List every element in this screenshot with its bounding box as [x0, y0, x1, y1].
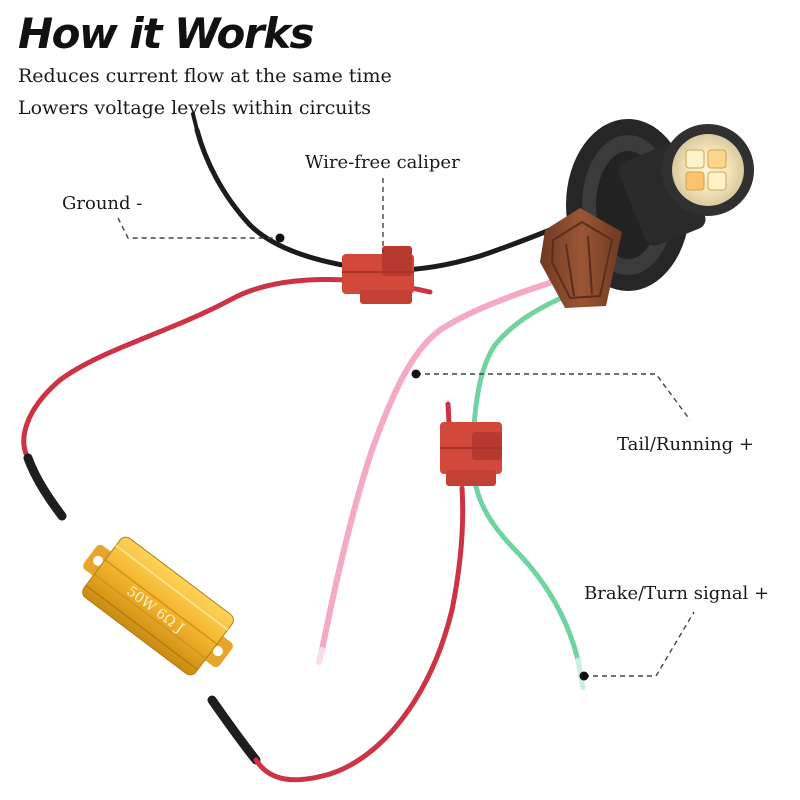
ground-wire-tip	[191, 112, 199, 132]
resistor-wire-upper	[21, 276, 433, 461]
brake-leader	[584, 611, 695, 677]
tail-running-wire	[319, 275, 568, 653]
brake-pointer-dot	[579, 671, 589, 681]
wire-socket	[540, 208, 622, 308]
label-tail-running: Tail/Running +	[617, 434, 754, 455]
ground-pointer-dot	[275, 233, 285, 243]
wire-tap-connector-middle	[440, 422, 502, 486]
label-wire-free-caliper: Wire-free caliper	[305, 152, 460, 173]
resistor-wire-lower	[253, 485, 466, 783]
tail-leader	[416, 373, 691, 421]
resistor-lead-left	[23, 453, 67, 521]
tail-running-wire-end	[316, 647, 325, 665]
load-resistor: 50W 6Ω J	[82, 536, 234, 676]
resistor-lead-right	[207, 695, 261, 765]
led-bulb-head	[662, 124, 754, 216]
subtitle-current: Reduces current flow at the same time	[18, 65, 392, 87]
label-brake-turn-signal: Brake/Turn signal +	[584, 583, 770, 604]
page-title: How it Works	[18, 9, 315, 58]
label-ground: Ground -	[62, 193, 143, 214]
tail-pointer-dot	[411, 369, 421, 379]
subtitle-voltage: Lowers voltage levels within circuits	[18, 97, 371, 119]
wire-tap-connector-top	[342, 246, 414, 304]
ground-leader	[117, 217, 280, 239]
